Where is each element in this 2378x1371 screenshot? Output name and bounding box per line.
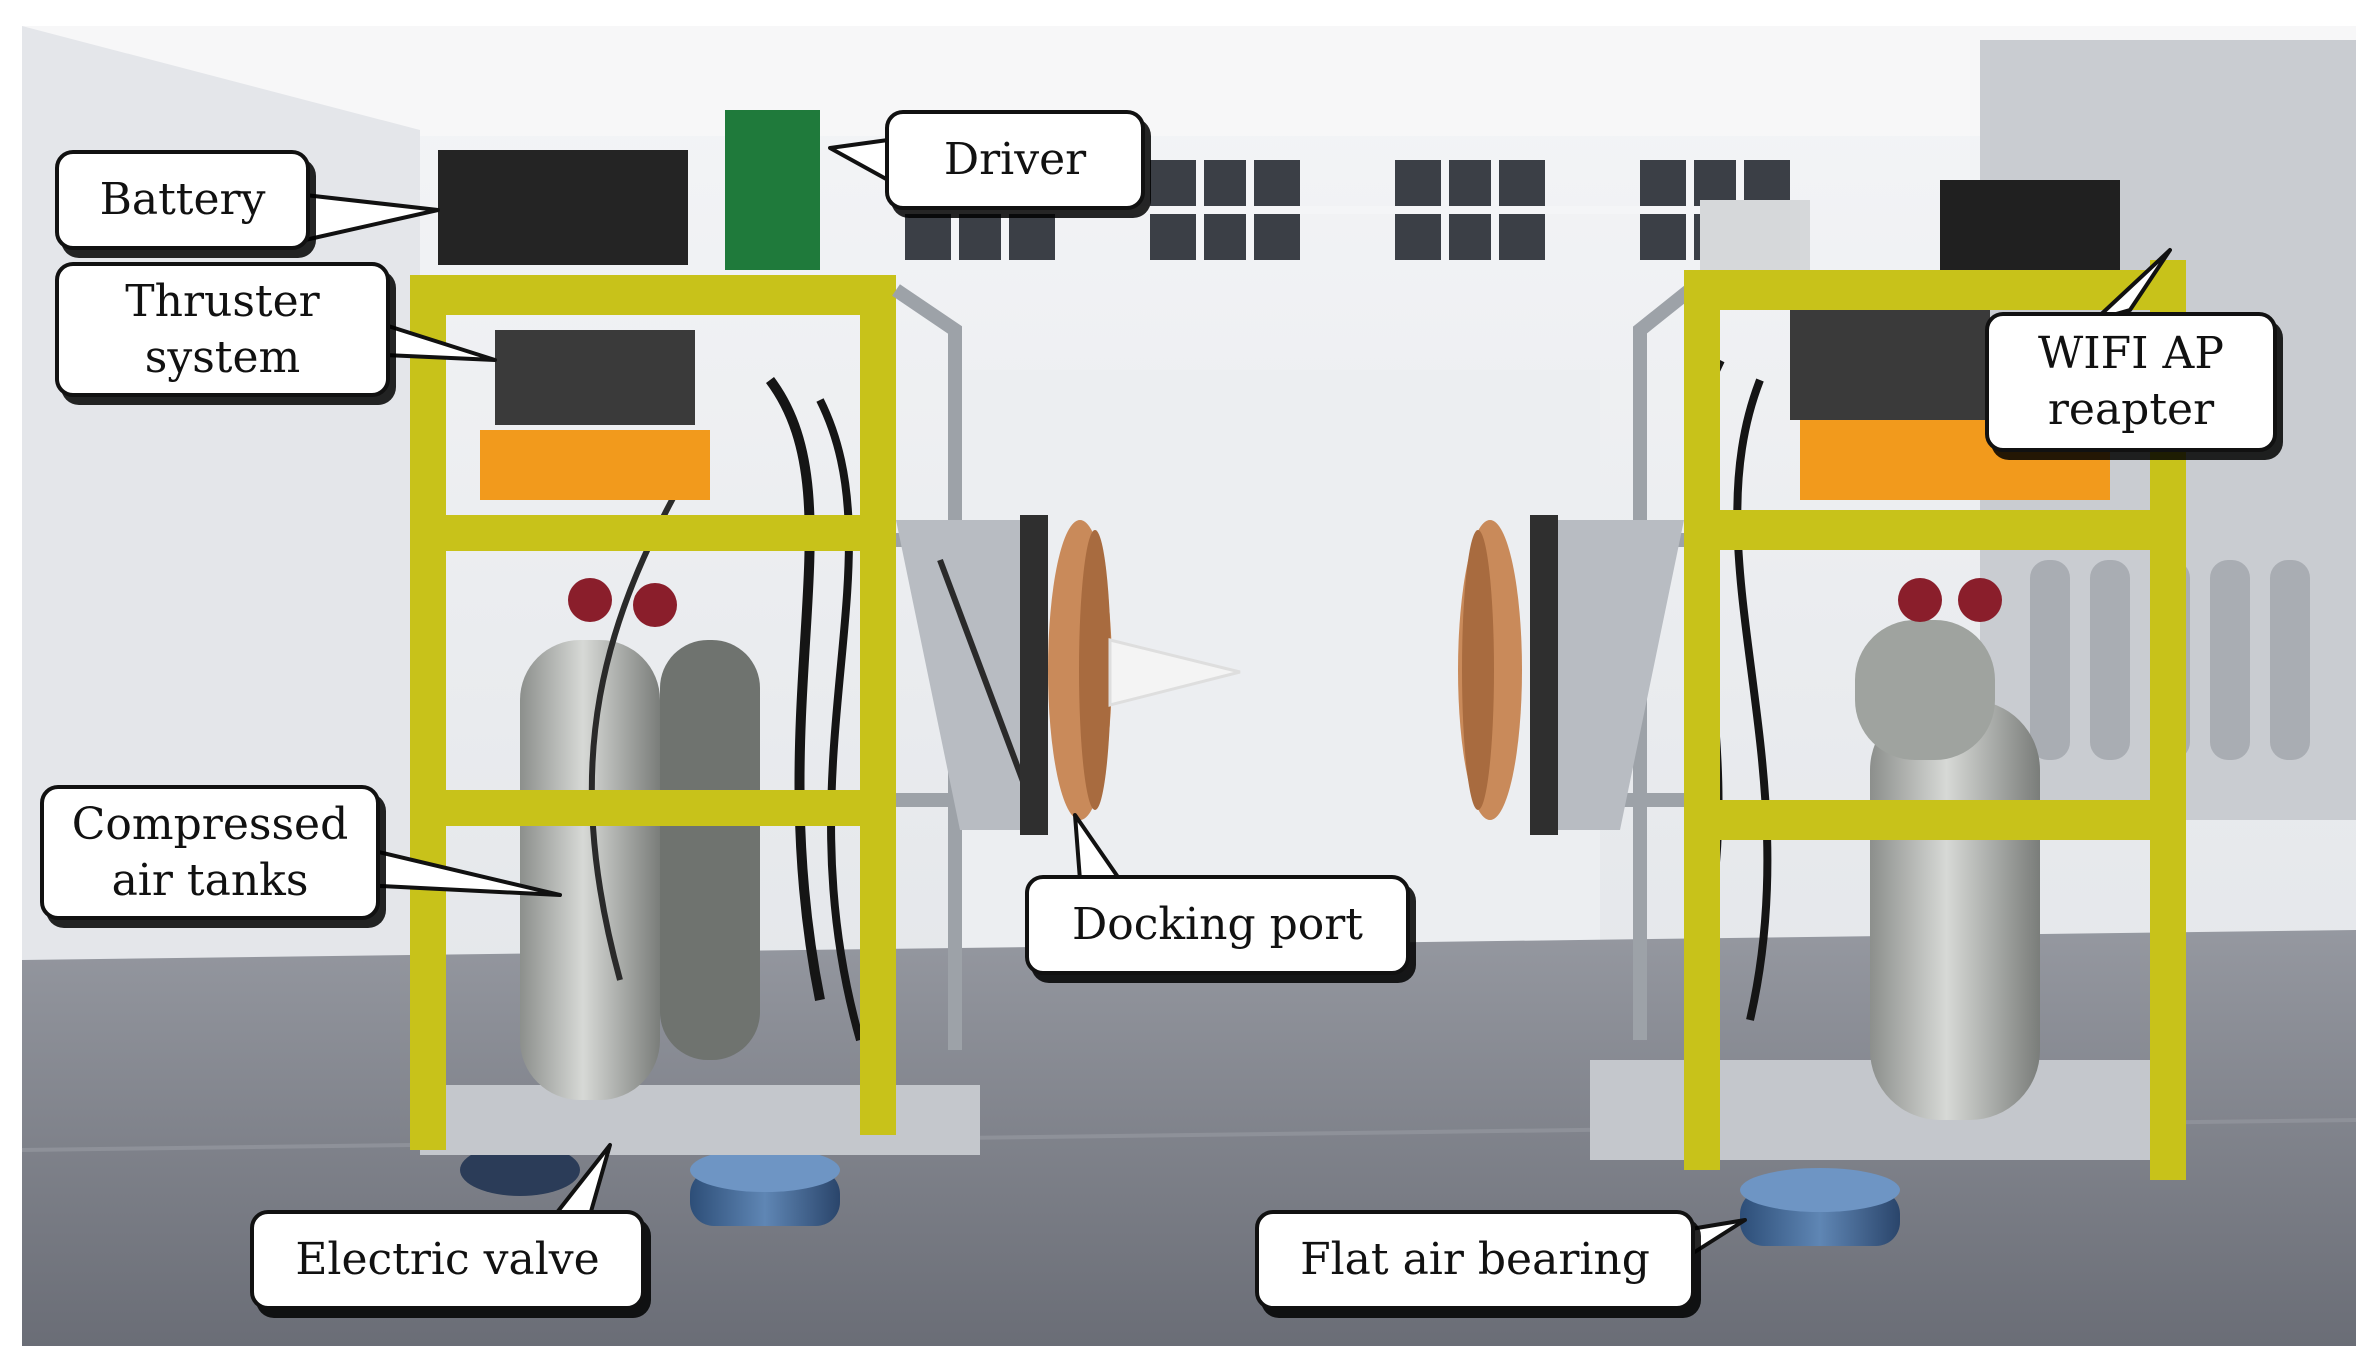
flat-air-bearing-callout: Flat air bearing — [1255, 1210, 1695, 1310]
thruster-system-callout: Thruster system — [55, 262, 390, 397]
electric-valve-callout: Electric valve — [250, 1210, 645, 1310]
driver-callout: Driver — [885, 110, 1145, 210]
wifi-ap-reapter-callout: WIFI AP reapter — [1985, 312, 2277, 452]
battery-callout: Battery — [55, 150, 310, 250]
left-robot — [410, 110, 1241, 1226]
docking-port-callout: Docking port — [1025, 875, 1410, 975]
compressed-air-tanks-callout: Compressed air tanks — [40, 785, 380, 920]
